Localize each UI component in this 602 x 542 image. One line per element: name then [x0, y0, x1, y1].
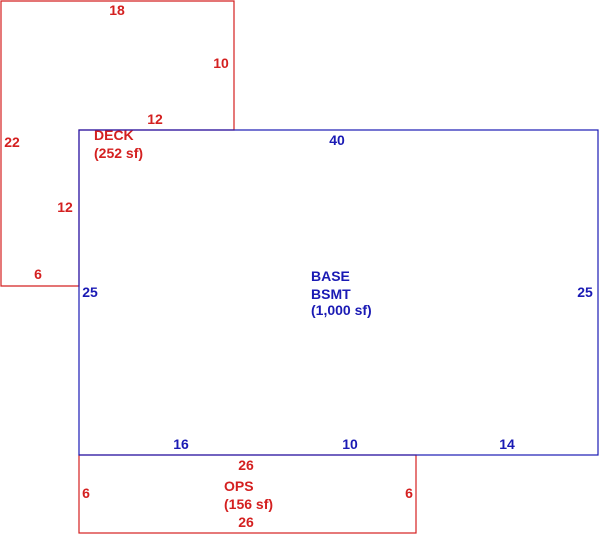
base-area: (1,000 sf)	[311, 302, 372, 318]
base-name-line1: BASE	[311, 268, 350, 284]
ops-dim-left: 6	[82, 485, 90, 501]
deck-dim-right-upper: 10	[213, 55, 229, 71]
base-dim-top: 40	[329, 132, 345, 148]
ops-dim-top: 26	[238, 457, 254, 473]
ops-dim-right: 6	[405, 485, 413, 501]
base-outline	[78, 129, 599, 456]
deck-dim-bottom: 6	[34, 266, 42, 282]
ops-name: OPS	[224, 478, 254, 494]
deck-dim-left: 22	[4, 134, 20, 150]
base-dim-bottom-right: 14	[499, 436, 515, 452]
base-labels: 40 25 25 BASE BSMT (1,000 sf) 16 10 14	[82, 132, 593, 452]
deck-name: DECK	[94, 127, 134, 143]
base-dim-bottom-mid: 10	[342, 436, 358, 452]
deck-dim-inner-right: 12	[57, 199, 73, 215]
ops-labels: 26 6 6 OPS (156 sf) 26	[82, 457, 413, 530]
ops-area: (156 sf)	[224, 496, 273, 512]
deck-dim-inner-top: 12	[147, 111, 163, 127]
deck-labels: 18 10 12 DECK (252 sf) 22 12 6	[4, 2, 229, 282]
base-name-line2: BSMT	[311, 286, 351, 302]
base-dim-right: 25	[577, 284, 593, 300]
base-dim-left: 25	[82, 284, 98, 300]
deck-area: (252 sf)	[94, 145, 143, 161]
ops-dim-bottom: 26	[238, 514, 254, 530]
base-dim-bottom-left: 16	[173, 436, 189, 452]
deck-dim-top: 18	[109, 2, 125, 18]
